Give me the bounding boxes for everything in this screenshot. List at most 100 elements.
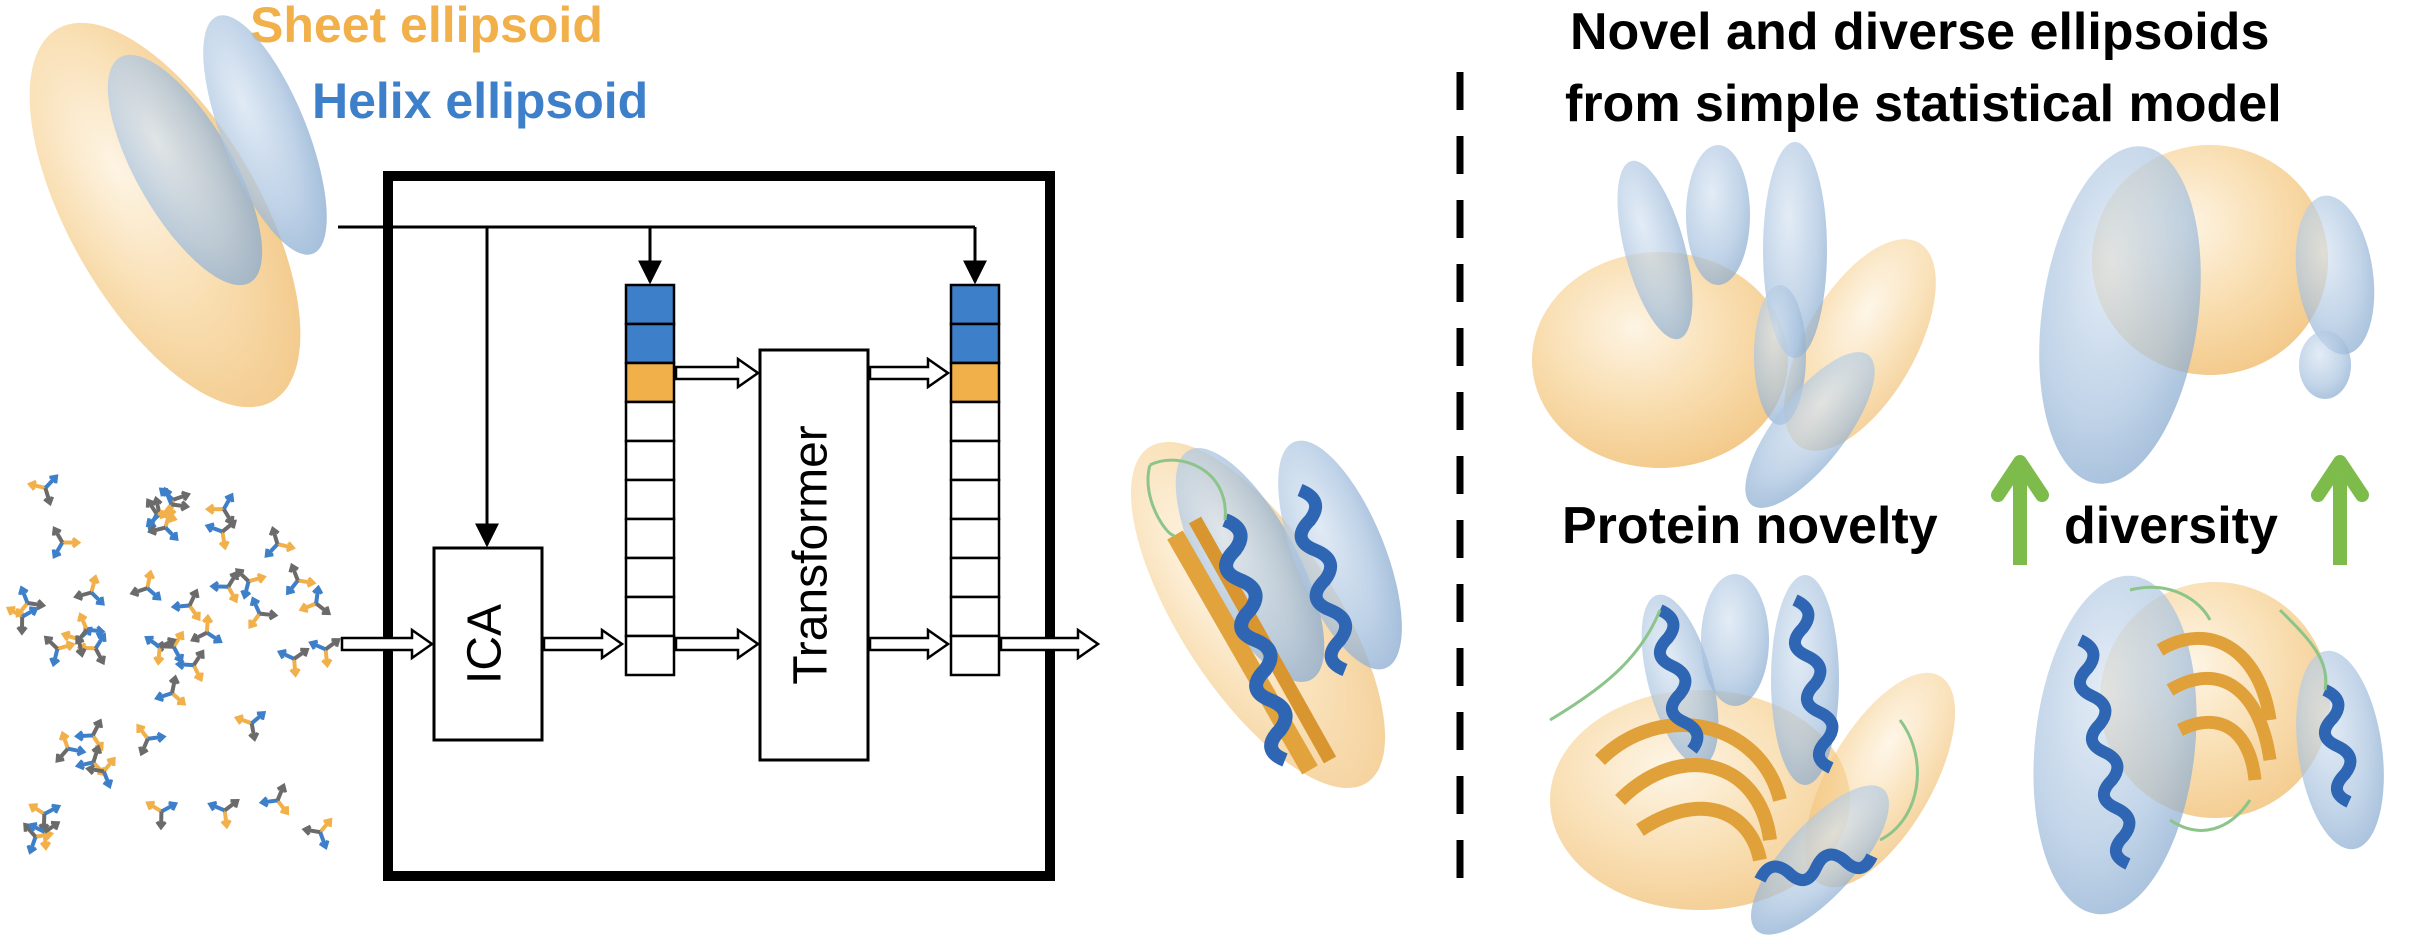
frame-cloud (5, 474, 341, 855)
triad-head (258, 796, 269, 808)
frame-triad (28, 803, 62, 833)
triad-head (193, 672, 204, 683)
triad-head (91, 744, 103, 755)
triad-head (288, 562, 299, 573)
triad-head (74, 759, 85, 771)
triad-head (204, 522, 215, 533)
triad-head (224, 492, 235, 503)
frame-triad (276, 647, 310, 678)
triad-head (96, 655, 106, 666)
alpha-helix (2074, 634, 2136, 870)
triad-head (39, 841, 52, 851)
beta-sheet-curves (2156, 632, 2277, 781)
triad-head (276, 648, 287, 660)
triad-head (301, 824, 312, 836)
triad-head (233, 714, 244, 725)
empty-token (949, 478, 1001, 521)
triad-head (191, 611, 201, 622)
protein-novelty-label: Protein novelty (1562, 497, 1938, 555)
hollow-arrow (340, 627, 435, 661)
helix-ellipsoid-shape (1745, 352, 1875, 508)
triad-head (18, 585, 29, 596)
arrow-up-icon (1991, 455, 2049, 565)
helix-ellipsoid-shape (2039, 146, 2201, 484)
helix-ellipsoid-shape (1686, 145, 1750, 285)
frame-triad (75, 612, 106, 645)
novel-protein-structure (1549, 574, 1956, 935)
triad-head (28, 803, 38, 813)
hollow-arrow (999, 627, 1101, 661)
triad-head (176, 696, 187, 706)
triad-head (189, 588, 200, 599)
empty-token (624, 634, 676, 677)
triad-head (106, 756, 116, 766)
triad-head (16, 626, 28, 636)
triad-head (240, 589, 252, 600)
frame-triad (204, 519, 237, 551)
triad-head (268, 609, 279, 621)
arrow-up-icon (2311, 455, 2369, 565)
triad-head (43, 496, 54, 507)
triad-head (152, 591, 162, 601)
loop (1146, 458, 1227, 537)
triad-head (248, 732, 260, 742)
loop (1549, 609, 1919, 842)
triad-head (174, 630, 185, 641)
hollow-arrow (542, 627, 625, 661)
frame-triad (264, 525, 296, 558)
triad-head (50, 820, 61, 831)
triad-head (58, 730, 70, 741)
triad-head (77, 612, 88, 623)
frame-triad (308, 638, 341, 669)
triad-head (49, 657, 61, 668)
frame-triad (26, 474, 59, 507)
helix-ellipsoid-shape (1175, 448, 1325, 682)
frame-triad (258, 782, 290, 816)
triad-head (51, 803, 62, 814)
triad-head (36, 599, 47, 611)
frame-triad (51, 526, 82, 559)
frame-triad (129, 569, 162, 601)
empty-token (624, 478, 676, 521)
helix-ellipsoid-shape (1617, 160, 1693, 340)
helix-ellipsoid-shape (2299, 331, 2351, 399)
hollow-arrow (674, 356, 761, 390)
alpha-helix (2319, 684, 2357, 808)
frame-triad (159, 486, 191, 520)
triad-head (312, 584, 324, 595)
triad-head (190, 632, 200, 643)
triad-head (43, 635, 54, 645)
triad-head (75, 647, 87, 658)
triad-head (218, 540, 230, 551)
triad-head (147, 524, 158, 536)
triad-head (145, 498, 156, 508)
frame-triad (207, 798, 240, 830)
helix-ellipsoid-shape (1771, 575, 1839, 785)
triad-head (276, 782, 288, 793)
frame-triad (190, 613, 223, 644)
triad-head (289, 667, 301, 678)
helix-ellipsoid-shape (2033, 575, 2197, 915)
triad-head (321, 606, 332, 616)
frame-triad (235, 568, 267, 600)
helix-token (624, 322, 676, 365)
sheet-token (624, 361, 676, 404)
empty-token (624, 595, 676, 638)
empty-token (624, 400, 676, 443)
triad-head (331, 638, 341, 648)
triad-head (195, 649, 205, 659)
triad-head (156, 731, 167, 743)
triad-head (323, 817, 333, 827)
hollow-arrow (868, 627, 951, 661)
triad-head (321, 658, 333, 669)
beta-sheet-curves (1595, 718, 1787, 862)
triad-head (264, 548, 274, 558)
helix-ellipsoid-shape (2295, 195, 2375, 355)
triad-head (168, 801, 179, 811)
triad-head (88, 574, 100, 585)
triad-head (28, 606, 39, 617)
triad-head (85, 764, 96, 776)
frame-triad (136, 723, 167, 757)
triad-head (256, 711, 267, 721)
